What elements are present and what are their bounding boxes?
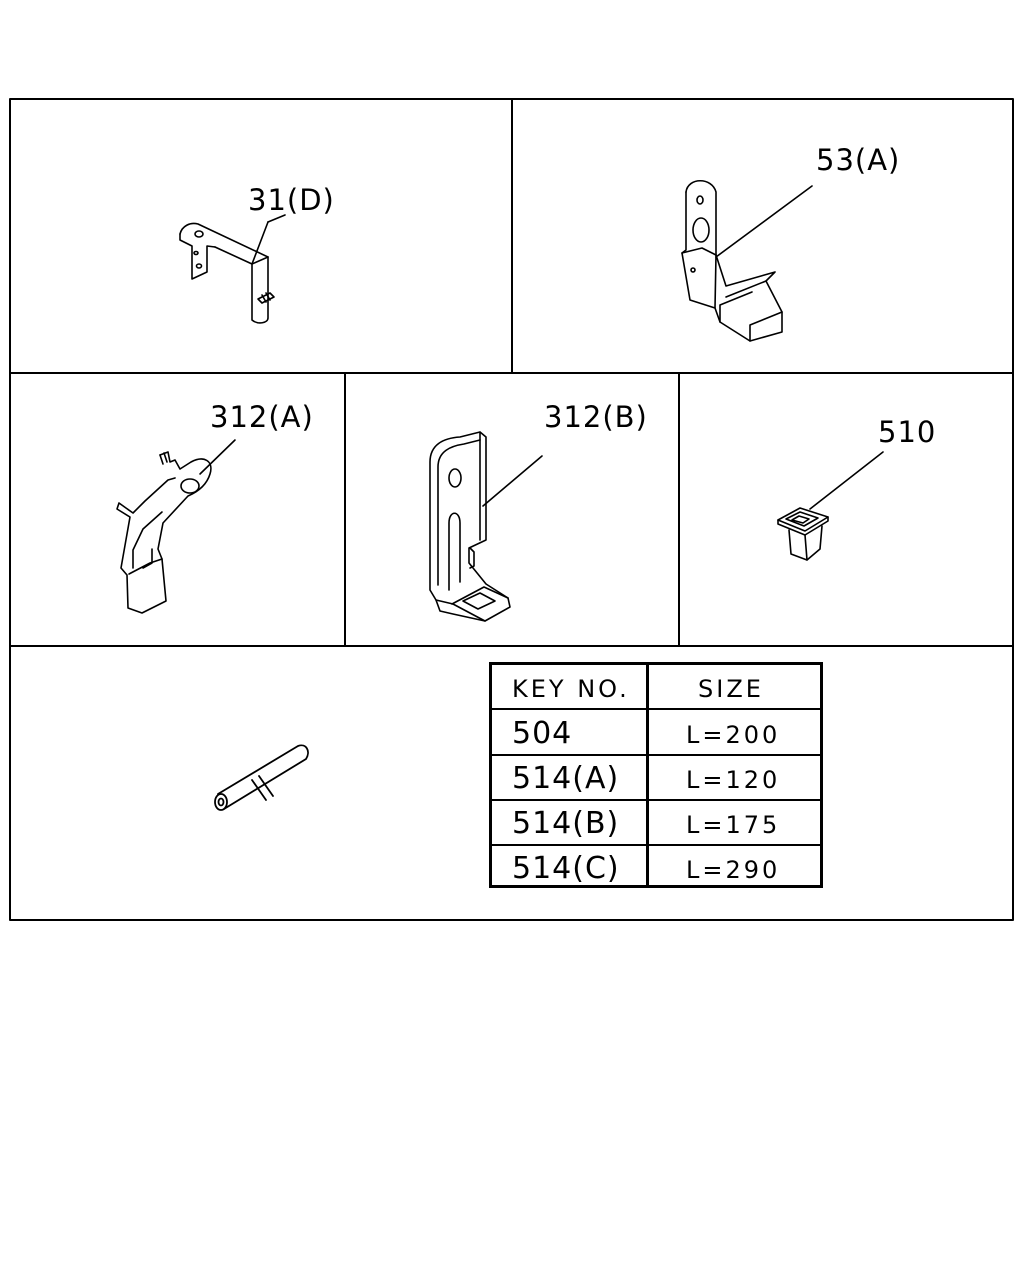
callout-53a: 53(A) bbox=[816, 143, 901, 177]
table-row-key: 504 bbox=[512, 716, 573, 751]
callout-31d: 31(D) bbox=[248, 183, 335, 217]
bracket-53a-drawing bbox=[682, 181, 812, 341]
tube-drawing bbox=[215, 745, 308, 810]
table-header-size: SIZE bbox=[698, 675, 764, 703]
table-row-key: 514(C) bbox=[512, 851, 620, 886]
bracket-31d-drawing bbox=[180, 215, 285, 323]
table-row-key: 514(B) bbox=[512, 806, 620, 841]
table-row-key: 514(A) bbox=[512, 761, 620, 796]
bracket-312b-drawing bbox=[430, 432, 542, 621]
bracket-312a-drawing bbox=[117, 440, 235, 613]
callout-312a: 312(A) bbox=[210, 400, 314, 434]
callout-312b: 312(B) bbox=[544, 400, 648, 434]
table-header-key: KEY NO. bbox=[512, 675, 630, 703]
table-row-size: L=290 bbox=[686, 856, 781, 884]
table-row-size: L=175 bbox=[686, 811, 781, 839]
size-table: KEY NO. SIZE 504 L=200 514(A) L=120 514(… bbox=[489, 662, 823, 888]
table-row-size: L=200 bbox=[686, 721, 781, 749]
table-row-size: L=120 bbox=[686, 766, 781, 794]
clip-510-drawing bbox=[778, 452, 883, 560]
panel-grid bbox=[10, 99, 1013, 920]
callout-510: 510 bbox=[878, 415, 937, 449]
